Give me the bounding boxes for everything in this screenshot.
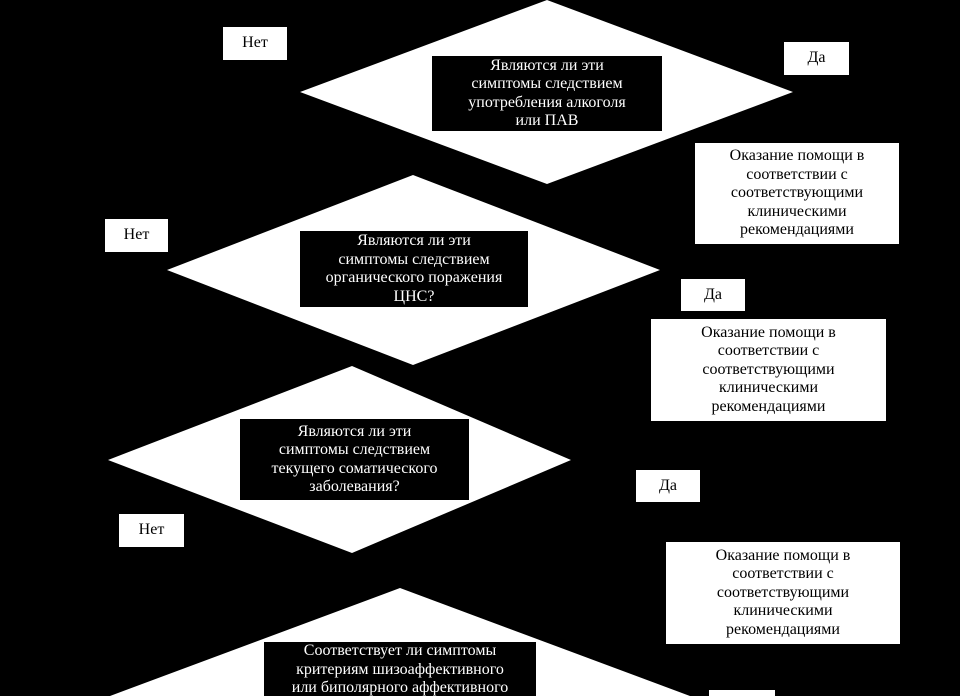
no-label-2: Нет [105, 219, 168, 252]
yes-label-3: Да [636, 470, 700, 502]
partial-box-right [709, 690, 775, 696]
no-label-1: Нет [223, 27, 287, 60]
question-3-box: Являются ли эти симптомы следствием теку… [240, 419, 469, 500]
question-4-box: Соответствует ли симптомы критериям шизо… [264, 642, 536, 696]
outcome-box-2: Оказание помощи в соответствии с соответ… [651, 319, 886, 421]
question-2-box: Являются ли эти симптомы следствием орга… [300, 231, 528, 307]
yes-label-2: Да [681, 279, 745, 311]
outcome-box-1: Оказание помощи в соответствии с соответ… [695, 143, 899, 244]
outcome-box-3: Оказание помощи в соответствии с соответ… [666, 542, 900, 644]
question-1-box: Являются ли эти симптомы следствием упот… [432, 56, 662, 131]
yes-label-1: Да [784, 42, 849, 75]
no-label-3: Нет [119, 514, 184, 547]
